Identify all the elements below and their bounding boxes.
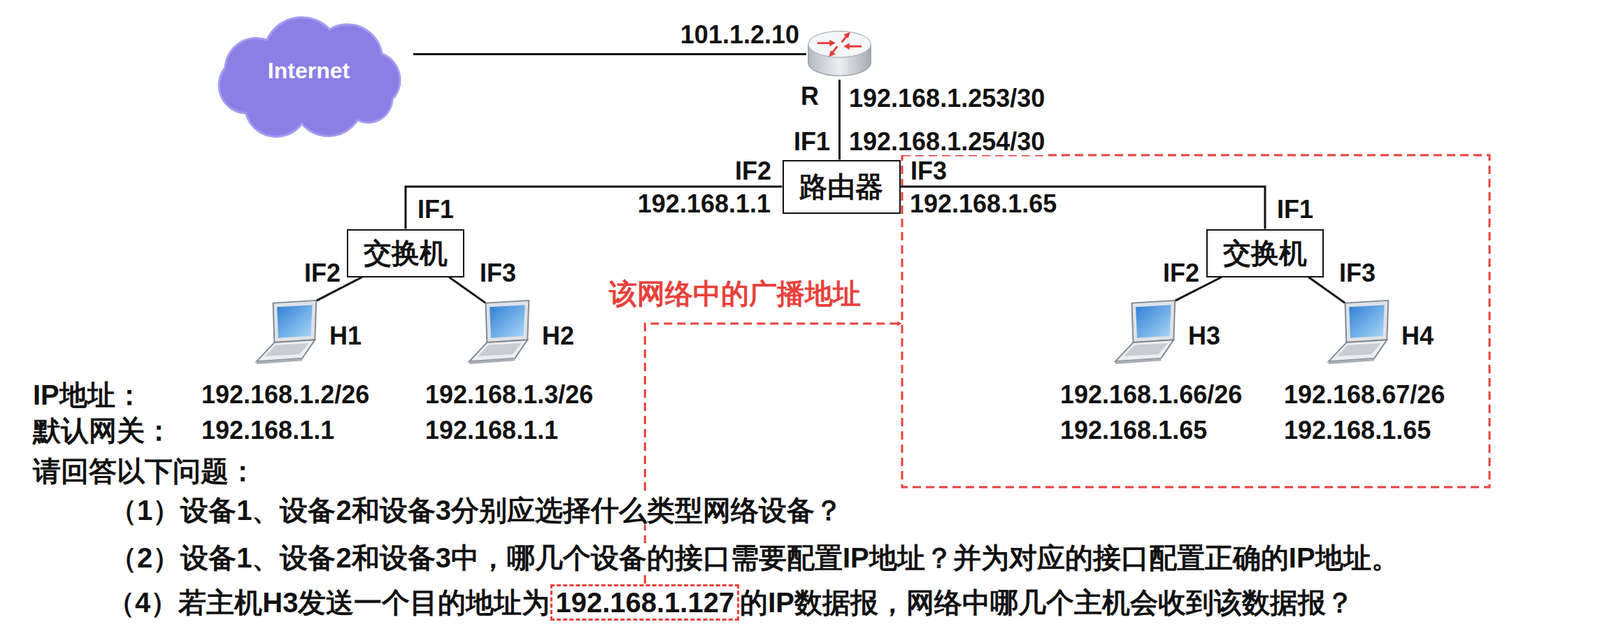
laptop-base — [469, 339, 528, 362]
interface-address: 192.168.1.254/30 — [846, 128, 1047, 156]
laptop-screen — [1135, 304, 1171, 338]
question-text: （2）设备1、设备2和设备3中，哪几个设备的接口需要配置IP地址？并为对应的接口… — [106, 543, 1402, 573]
highlight-region — [902, 155, 1490, 488]
host-ip: 192.168.1.2/26 — [199, 381, 372, 409]
device-label: 交换机 — [1223, 237, 1307, 269]
interface-name: IF2 — [732, 158, 774, 185]
host-label: H3 — [1188, 322, 1221, 351]
device-label: 交换机 — [363, 237, 448, 269]
network-link — [900, 186, 1266, 230]
host-gateway: 192.168.1.65 — [1058, 417, 1210, 445]
laptop-keyboard — [1123, 343, 1168, 357]
network-link — [413, 53, 807, 56]
host-label: H2 — [541, 322, 575, 351]
laptop-keyboard — [265, 343, 310, 357]
host-ip: 192.168.1.66/26 — [1058, 381, 1245, 409]
host-gateway: 192.168.1.1 — [423, 417, 561, 445]
device-box: 交换机 — [346, 229, 465, 278]
interface-name: IF3 — [908, 158, 949, 185]
laptop-base — [1328, 339, 1388, 362]
router-icon-drawing — [806, 28, 873, 80]
network-link — [405, 186, 783, 230]
interface-name: IF1 — [791, 128, 833, 156]
laptop-front — [1115, 358, 1162, 365]
interface-name: IF3 — [1337, 260, 1378, 287]
interface-name: IF1 — [415, 196, 456, 224]
laptop-front — [1328, 358, 1375, 365]
device-box: 交换机 — [1206, 229, 1324, 278]
laptop-keyboard — [477, 343, 522, 357]
arrow-head — [843, 32, 851, 39]
cloud-label: Internet — [267, 58, 350, 84]
interface-name: IF2 — [1160, 260, 1202, 287]
arrow-head — [829, 39, 836, 47]
laptop-keyboard — [1337, 343, 1382, 357]
cloud-shape — [218, 17, 400, 138]
laptop-screen — [276, 304, 312, 338]
laptop-screen — [1348, 304, 1384, 338]
host-laptop-drawing — [253, 299, 320, 366]
laptop-front — [469, 358, 516, 365]
link-address: 101.1.2.10 — [678, 21, 802, 49]
question-text: 的IP数据报，网络中哪几个主机会收到该数据报？ — [739, 588, 1354, 618]
interface-address: 192.168.1.253/30 — [846, 85, 1047, 112]
laptop-base — [1115, 339, 1175, 362]
question-text: （4）若主机H3发送一个目的地址为 — [106, 588, 550, 618]
arrow-head — [843, 43, 850, 50]
interface-name: IF1 — [1274, 196, 1316, 224]
arrow-shaft — [848, 45, 861, 48]
callout-text: 该网络中的广播地址 — [606, 279, 863, 309]
host-label: H1 — [329, 322, 362, 351]
router-label: R — [800, 82, 819, 111]
laptop-screen — [489, 304, 525, 338]
row-header: 默认网关： — [30, 416, 175, 446]
host-laptop: H3 — [1111, 299, 1179, 366]
internet-cloud: Internet — [204, 15, 414, 128]
router-icon: R — [806, 28, 873, 80]
router-arrows — [818, 32, 861, 58]
question-heading: 请回答以下问题： — [30, 456, 259, 487]
interface-address: 192.168.1.1 — [635, 190, 773, 218]
device-box: 路由器 — [782, 160, 901, 214]
router-top — [808, 31, 871, 58]
row-header: IP地址： — [30, 380, 146, 410]
host-label: H4 — [1401, 322, 1434, 351]
host-gateway: 192.168.1.1 — [199, 417, 337, 445]
laptop-front — [256, 358, 303, 365]
host-ip: 192.168.1.3/26 — [423, 381, 596, 409]
network-link — [838, 79, 841, 161]
interface-name: IF3 — [477, 260, 519, 287]
device-label: 路由器 — [799, 171, 884, 203]
laptop-base — [256, 339, 316, 362]
highlighted-address: 192.168.1.127 — [550, 584, 740, 621]
question-row: （4）若主机H3发送一个目的地址为192.168.1.127的IP数据报，网络中… — [106, 584, 1354, 621]
host-gateway: 192.168.1.65 — [1281, 417, 1433, 445]
arrow-shaft — [818, 41, 831, 45]
host-ip: 192.168.67/26 — [1281, 381, 1447, 409]
host-laptop-drawing — [1111, 299, 1179, 366]
laptop-lid — [273, 300, 317, 343]
host-laptop-drawing — [1325, 299, 1392, 366]
arrow-head — [828, 50, 836, 57]
interface-address: 192.168.1.65 — [907, 190, 1059, 218]
host-laptop: H4 — [1325, 299, 1392, 366]
laptop-lid — [1132, 300, 1176, 343]
question-text: （1）设备1、设备2和设备3分别应选择什么类型网络设备？ — [106, 495, 845, 526]
host-laptop-drawing — [465, 299, 533, 366]
host-laptop: H2 — [465, 299, 533, 366]
laptop-lid — [1345, 300, 1389, 343]
interface-name: IF2 — [302, 260, 343, 287]
host-laptop: H1 — [253, 299, 320, 366]
laptop-lid — [486, 300, 530, 343]
